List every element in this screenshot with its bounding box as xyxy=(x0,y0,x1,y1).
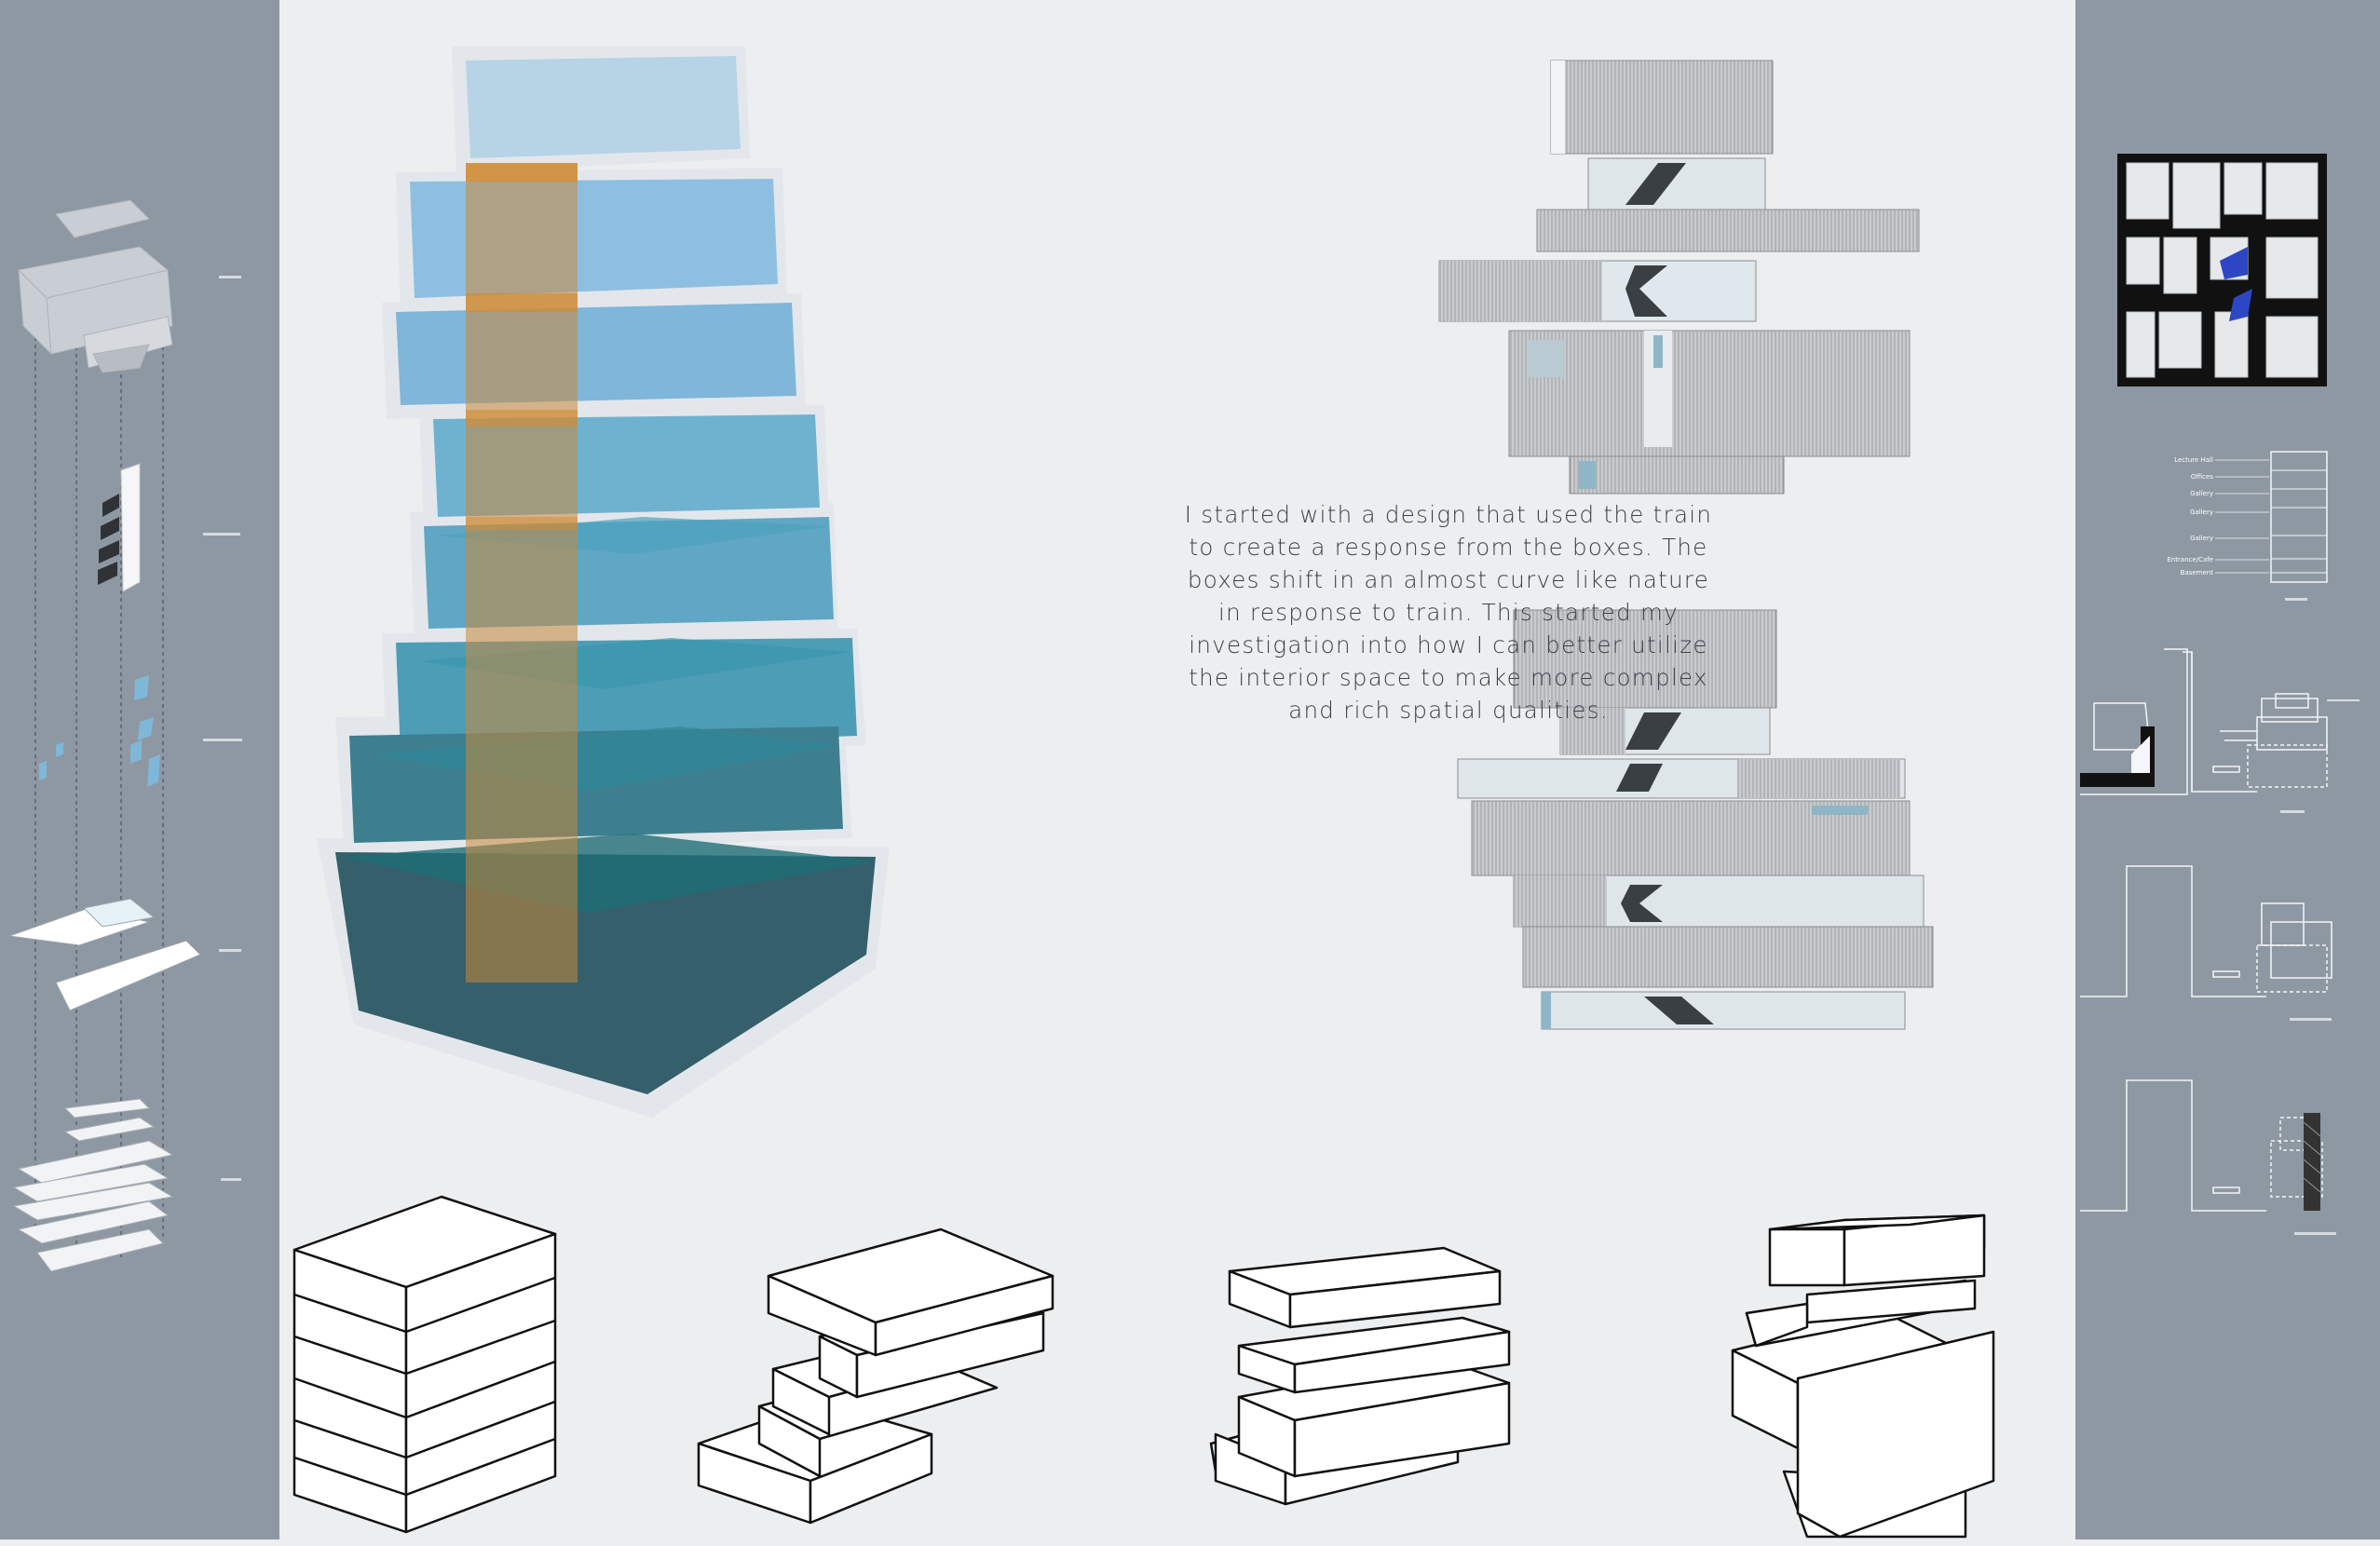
stacked-elevation-bottom xyxy=(1457,609,1934,1030)
box-stack-1 xyxy=(292,1195,557,1534)
site-plan-map xyxy=(2117,154,2327,386)
right-panel-sections xyxy=(2075,643,2380,1257)
translucent-tower-render xyxy=(317,47,890,1118)
program-label: Entrance/Cafe xyxy=(2167,556,2213,563)
description-line: in response to train. This started my xyxy=(1218,599,1679,626)
left-panel xyxy=(0,0,279,1539)
box-stack-3 xyxy=(1209,1246,1511,1506)
description-line: and rich spatial qualities. xyxy=(1288,697,1609,724)
program-label: Basement xyxy=(2181,569,2214,576)
description-line: to create a response from the boxes. The xyxy=(1189,534,1708,561)
glazing-fragments xyxy=(39,675,160,787)
box-stack-4 xyxy=(1731,1214,1995,1539)
program-label: Gallery xyxy=(2190,535,2213,542)
stacked-floor-plates xyxy=(12,1098,174,1272)
stacked-elevation-top xyxy=(1438,60,1920,495)
description-line: boxes shift in an almost curve like natu… xyxy=(1187,566,1710,593)
program-label: Gallery xyxy=(2190,509,2213,516)
center-canvas: I started with a design that used the tr… xyxy=(279,0,2075,1539)
roof-massing-model xyxy=(17,199,173,373)
description-line: investigation into how I can better util… xyxy=(1189,631,1708,658)
right-panel-diagrams: Lecture Hall Offices Gallery Gallery Gal… xyxy=(2080,154,2328,797)
box-stack-2 xyxy=(697,1227,1054,1525)
program-label: Gallery xyxy=(2190,490,2213,497)
floor-slabs xyxy=(8,898,201,1011)
program-label: Lecture Hall xyxy=(2174,456,2213,464)
program-diagram: Lecture Hall Offices Gallery Gallery Gal… xyxy=(2167,451,2328,601)
left-panel-labels xyxy=(203,276,242,1181)
program-label: Offices xyxy=(2191,473,2213,481)
description-line: the interior space to make more complex xyxy=(1189,664,1708,691)
stair-core-element xyxy=(98,463,141,592)
box-stack-diagrams xyxy=(292,1195,1511,1534)
section-diagram-2 xyxy=(2183,651,2360,793)
exploded-axonometric-diagram xyxy=(8,199,242,1272)
description-line: I started with a design that used the tr… xyxy=(1184,501,1713,528)
section-diagram-3 xyxy=(2080,865,2332,997)
section-4-facade xyxy=(2304,1113,2320,1211)
section-1-solid-base xyxy=(2080,726,2155,787)
design-description: I started with a design that used the tr… xyxy=(1169,498,1728,726)
vertical-core xyxy=(466,163,578,983)
